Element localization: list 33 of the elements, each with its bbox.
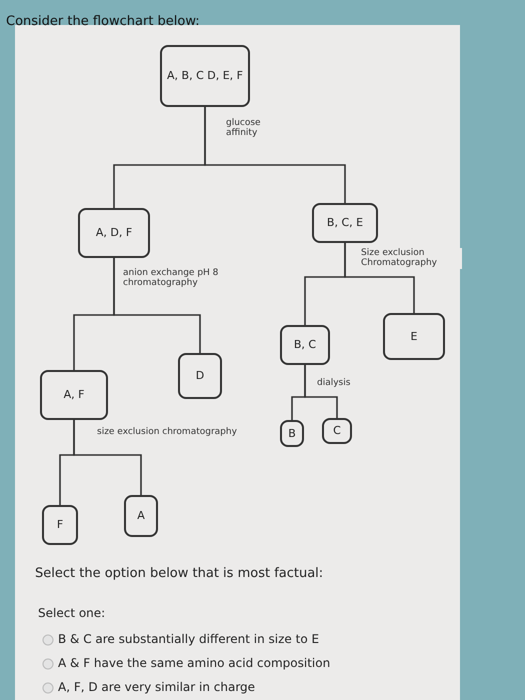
sample-box [160,45,250,107]
edge-label: Size exclusion Chromatography [360,248,462,269]
sample-label: D [196,368,204,384]
sample-label: A [137,508,145,524]
sample-box [280,325,330,365]
sample-label: F [56,517,64,533]
sample-box [280,420,304,447]
sample-label: A, D, F [96,225,132,241]
sample-label: B, C, E [326,215,364,231]
sample-box [383,313,445,360]
sample-box [42,505,78,545]
sample-label: A, B, C D, E, F [167,68,243,84]
question-text: Select the option below that is most factual: [35,566,324,581]
sample-label: A, F [64,387,84,403]
sample-box [78,208,150,258]
sample-box [124,495,158,537]
sample-label: E [410,328,418,344]
connector-line [304,365,338,418]
sample-box [322,418,352,444]
connector-line [344,243,415,313]
sample-box [40,370,108,420]
connector-line [73,420,142,495]
option-text: A & F have the same amino acid composition [58,656,330,670]
option-text: B & C are substantially different in size to E [58,632,320,646]
connector-line [113,258,201,353]
option-text: A, F, D are very similar in charge [58,680,256,694]
connector-line [204,107,346,203]
sample-box [312,203,378,243]
sample-label: C [333,423,341,439]
instruction-text: Select one: [38,606,106,620]
sample-box [178,353,222,399]
sample-label: B [288,426,296,442]
sample-label: B, C [294,337,316,353]
